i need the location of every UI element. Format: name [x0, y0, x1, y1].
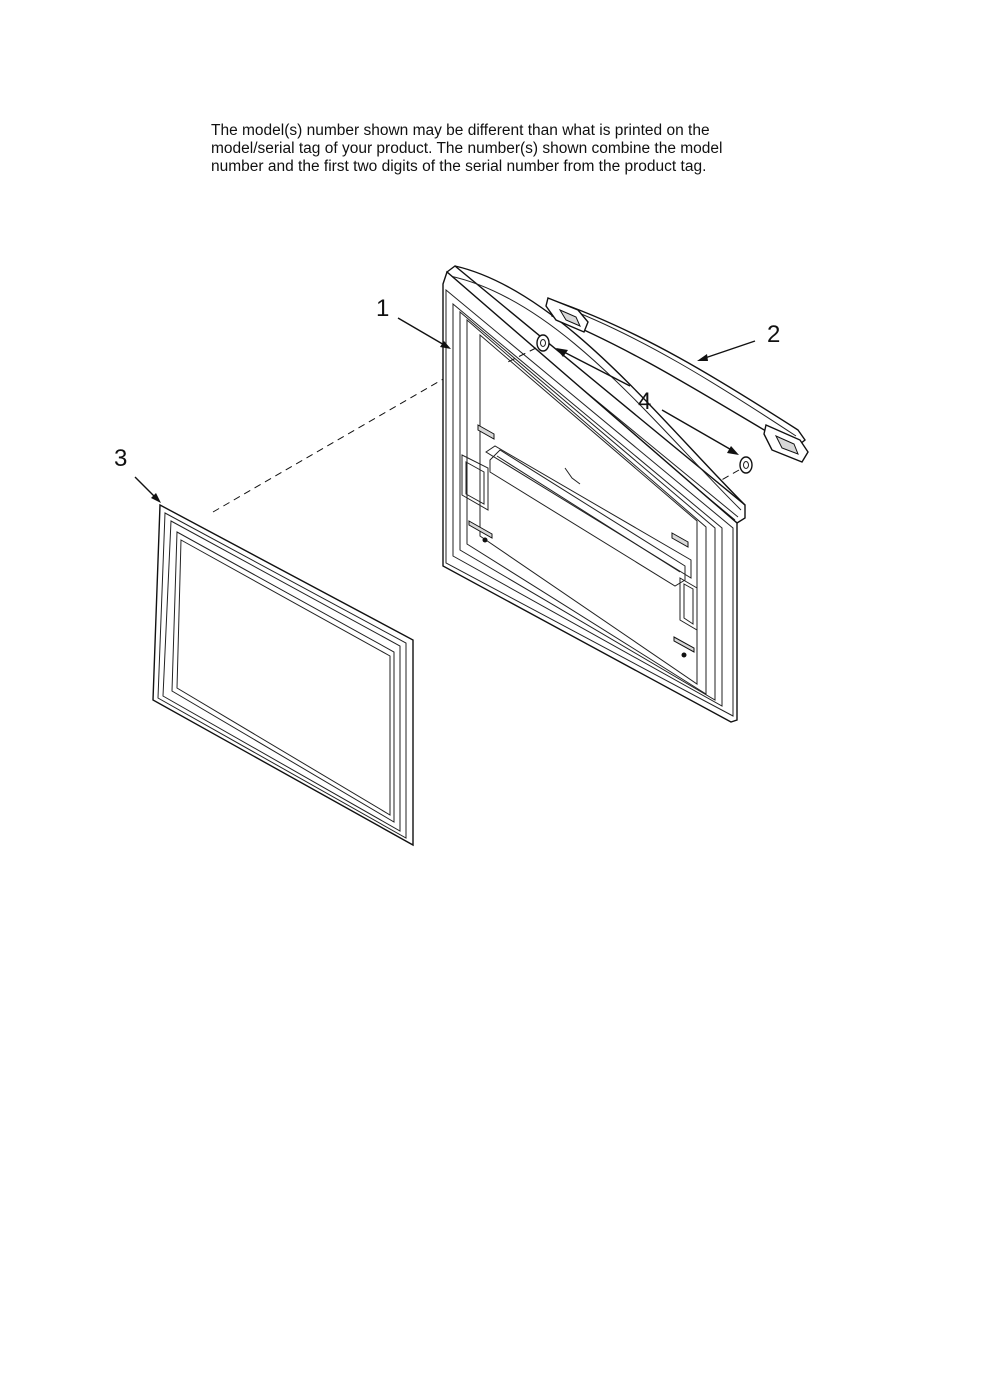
callout-number-2: 2	[767, 321, 780, 348]
door-handle	[545, 297, 809, 463]
callout-1-leader	[397, 317, 447, 347]
callout-number-1: 1	[376, 295, 389, 322]
freezer-door	[442, 265, 746, 723]
assembly-guide-line	[212, 377, 446, 513]
model-number-notice: The model(s) number shown may be differe…	[211, 122, 831, 176]
callout-number-3: 3	[114, 445, 127, 472]
screw-lower	[739, 456, 753, 474]
notice-line-2: model/serial tag of your product. The nu…	[211, 140, 723, 157]
notice-line-1: The model(s) number shown may be differe…	[211, 122, 710, 139]
door-gasket	[152, 503, 414, 847]
callout-number-4: 4	[638, 388, 651, 415]
callout-2-leader	[701, 340, 756, 360]
screw-upper	[536, 334, 550, 352]
handle-screws	[507, 334, 753, 483]
notice-line-3: number and the first two digits of the s…	[211, 158, 707, 175]
